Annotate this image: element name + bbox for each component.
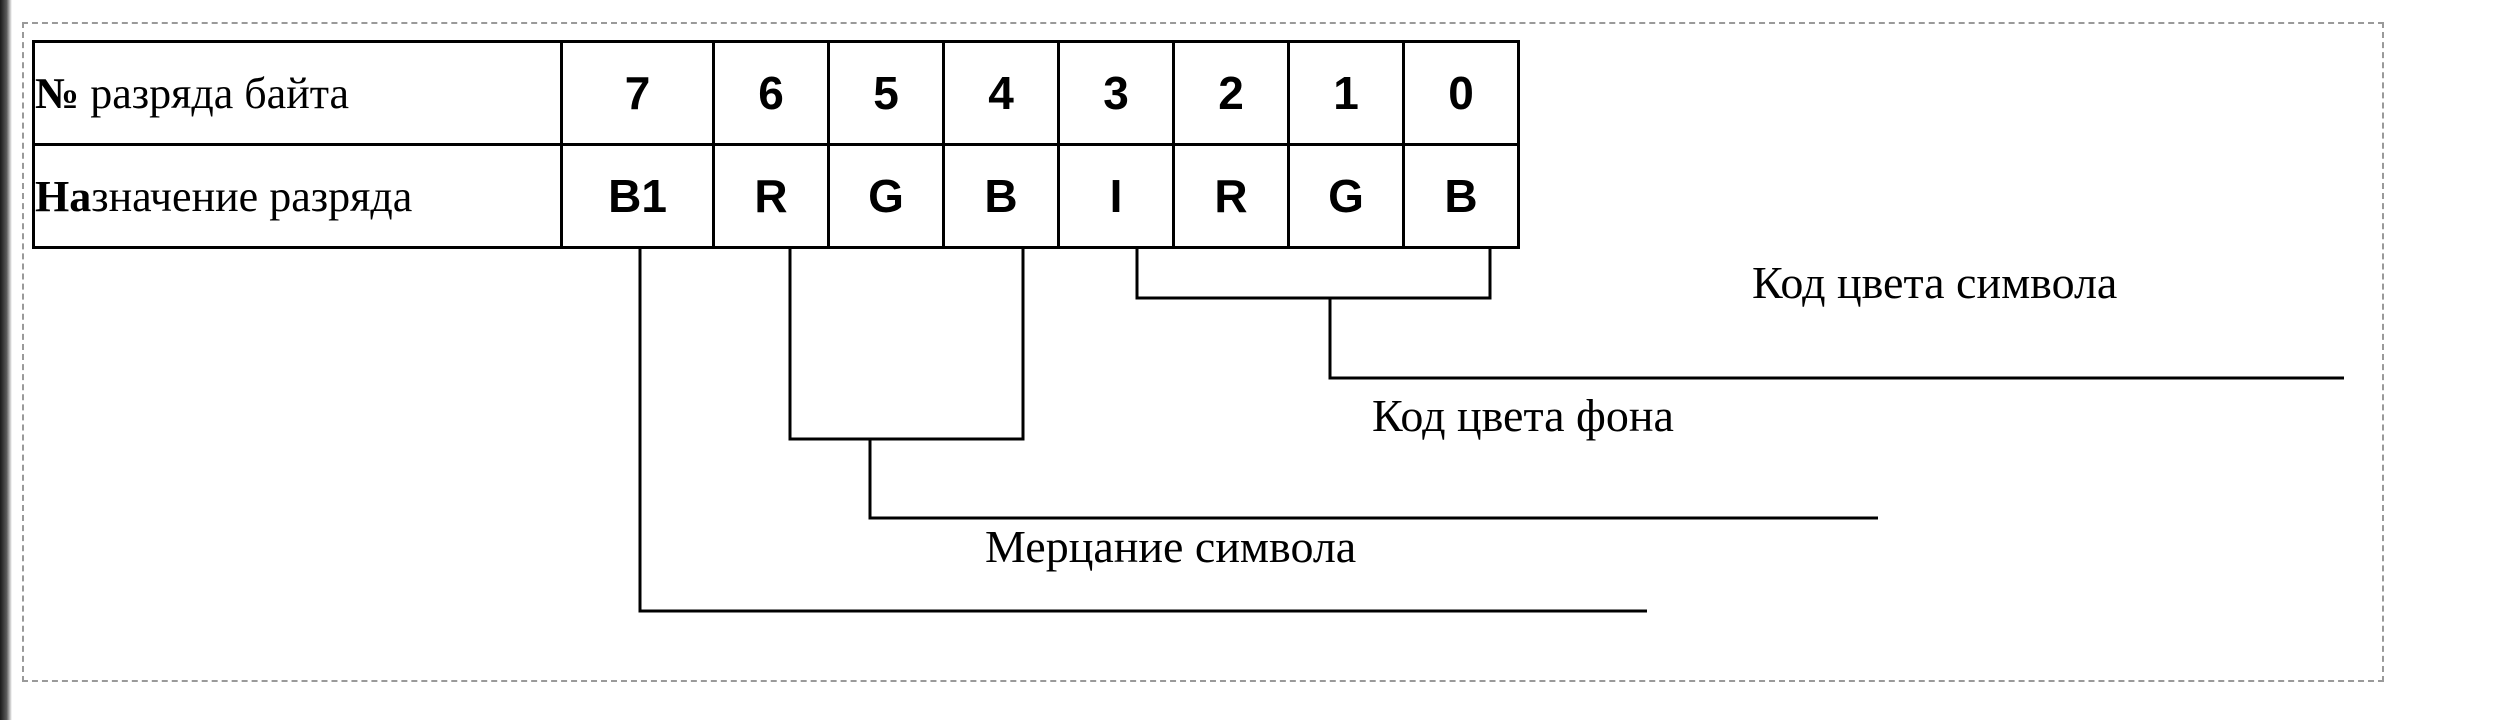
label-background-color: Код цвета фона — [1372, 390, 1674, 441]
scan-edge — [0, 0, 12, 720]
label-blink: Мерцание символа — [985, 521, 1357, 572]
row-header-bit-number-text: разряда байта — [79, 68, 350, 118]
bit-number-4: 4 — [942, 40, 1060, 146]
bit-number-2: 2 — [1172, 40, 1290, 146]
bit-number-5: 5 — [827, 40, 945, 146]
bit-purpose-b1: B1 — [560, 143, 715, 249]
bit-purpose-fg-r: R — [1172, 143, 1290, 249]
bit-number-7: 7 — [560, 40, 715, 146]
bit-purpose-i: I — [1057, 143, 1175, 249]
bit-purpose-bg-r: R — [712, 143, 830, 249]
byte-bit-table: № разряда байта 7 6 5 4 3 2 1 0 Назначен… — [32, 40, 1520, 249]
label-symbol-color: Код цвета символа — [1752, 257, 2118, 308]
dashed-frame — [22, 22, 2384, 682]
row-bit-numbers: № разряда байта 7 6 5 4 3 2 1 0 — [32, 40, 1520, 146]
bit-purpose-fg-b: B — [1402, 143, 1520, 249]
row-header-bit-number-prefix: № — [35, 68, 80, 118]
bit-number-3: 3 — [1057, 40, 1175, 146]
row-header-bit-number: № разряда байта — [32, 40, 563, 146]
row-header-bit-purpose: Назначение разряда — [32, 143, 563, 249]
bit-purpose-bg-g: G — [827, 143, 945, 249]
row-header-bit-purpose-prefix: На — [35, 171, 92, 221]
bit-number-6: 6 — [712, 40, 830, 146]
bit-number-1: 1 — [1287, 40, 1405, 146]
row-bit-purpose: Назначение разряда B1 R G B I R G B — [32, 143, 1520, 249]
bit-purpose-fg-g: G — [1287, 143, 1405, 249]
row-header-bit-purpose-text: значение разряда — [91, 171, 413, 221]
bit-purpose-bg-b: B — [942, 143, 1060, 249]
bit-number-0: 0 — [1402, 40, 1520, 146]
